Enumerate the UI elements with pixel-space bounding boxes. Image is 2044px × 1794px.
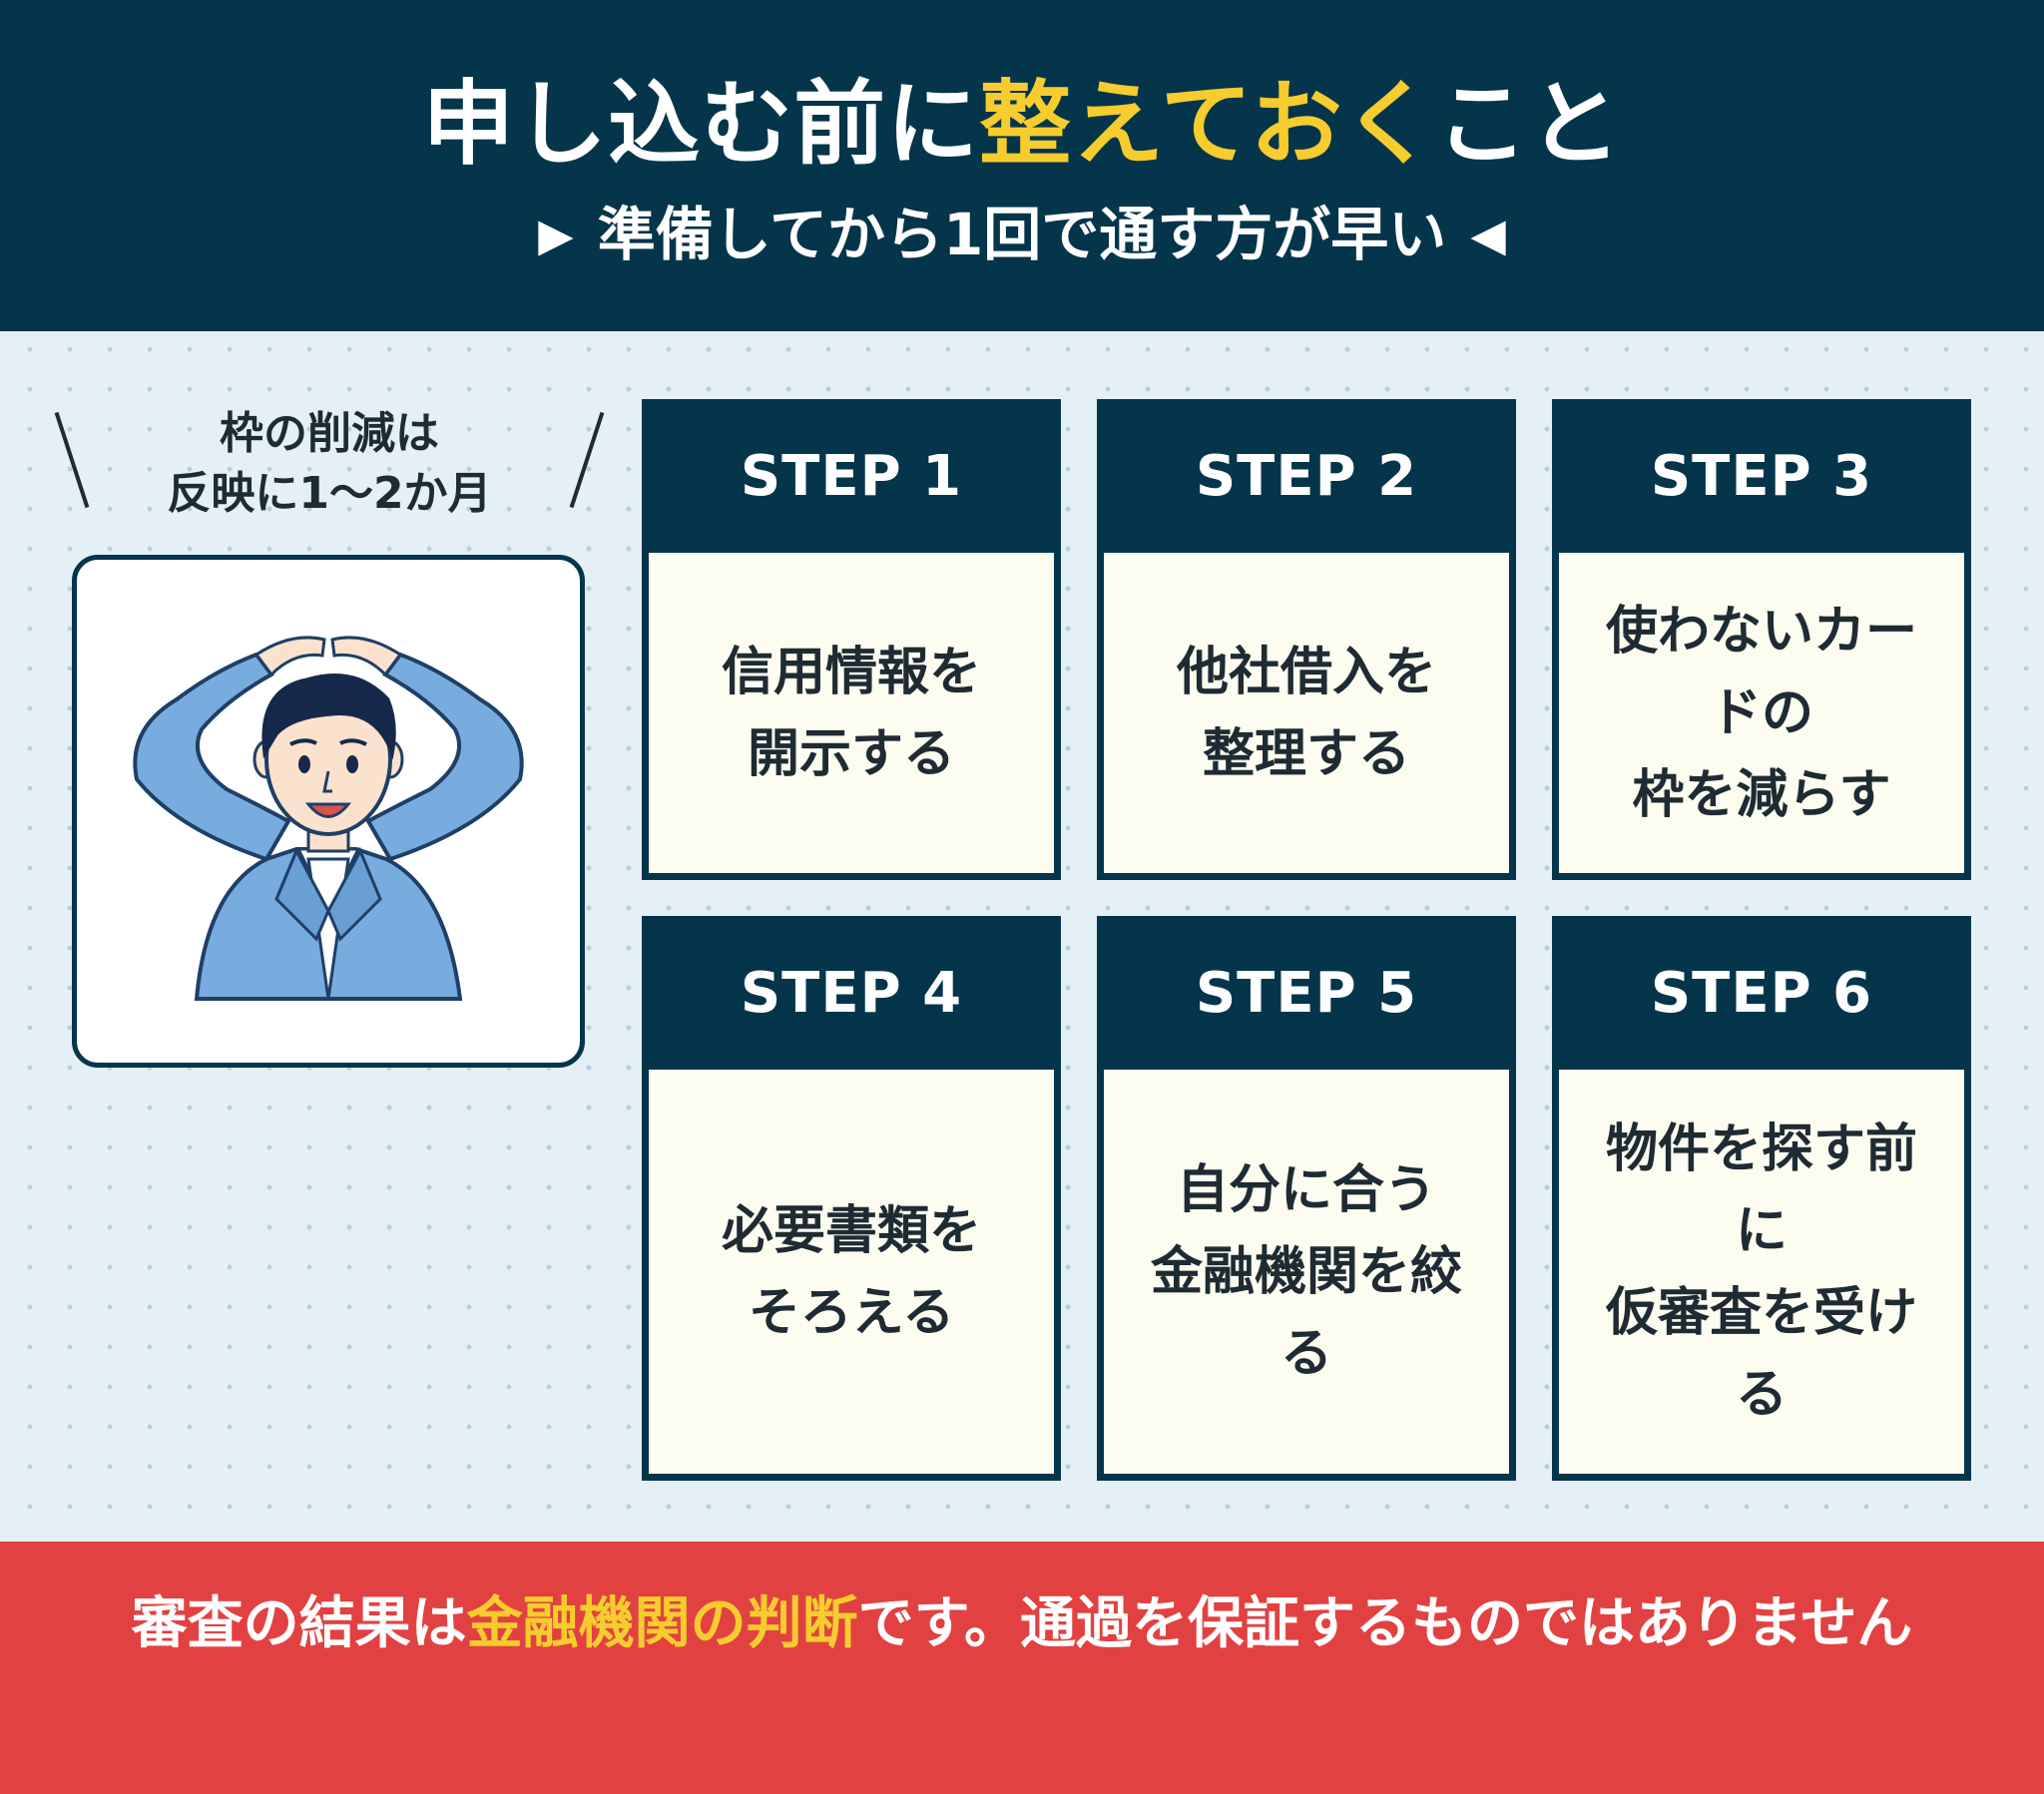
step-text-2: 他社借入を 整理する xyxy=(1104,553,1509,873)
footer-disclaimer: 審査の結果は金融機関の判断です。通過を保証するものではありません xyxy=(0,1542,2044,1794)
title-prefix: 申し込む前に xyxy=(422,71,980,178)
callout-text: 枠の削減は 反映に1〜2か月 xyxy=(120,404,539,524)
play-left-icon: ◀ xyxy=(1470,208,1506,261)
step-text-5: 自分に合う 金融機関を絞 る xyxy=(1104,1070,1509,1474)
footer-prefix: 審査の結果は xyxy=(131,1591,467,1656)
callout: 枠の削減は 反映に1〜2か月 xyxy=(54,404,605,519)
title-highlight: 整えておく xyxy=(979,71,1436,178)
header-banner: 申し込む前に整えておくこと ▶ 準備してから1回で通す方が早い ◀ xyxy=(0,0,2044,331)
page-subtitle: ▶ 準備してから1回で通す方が早い ◀ xyxy=(0,198,2044,271)
callout-line-2: 反映に1〜2か月 xyxy=(167,468,492,519)
step-label-6: STEP 6 xyxy=(1650,960,1873,1026)
callout-slash-left xyxy=(54,411,90,509)
step-text-1: 信用情報を 開示する xyxy=(649,553,1054,873)
subtitle-text: 準備してから1回で通す方が早い xyxy=(597,201,1447,268)
step-card-6: STEP 6 物件を探す前 に 仮審査を受け る xyxy=(1552,916,1971,1481)
footer-suffix: です。通過を保証するものではありません xyxy=(857,1591,1913,1656)
businessman-ok-gesture-icon xyxy=(133,636,524,1001)
step-card-2: STEP 2 他社借入を 整理する xyxy=(1097,399,1516,880)
step-card-1: STEP 1 信用情報を 開示する xyxy=(642,399,1061,880)
footer-highlight: 金融機関の判断 xyxy=(466,1591,858,1656)
step-text-4: 必要書類を そろえる xyxy=(649,1070,1054,1474)
step-text-6: 物件を探す前 に 仮審査を受け る xyxy=(1559,1070,1964,1474)
step-label-4: STEP 4 xyxy=(740,960,963,1026)
callout-line-1: 枠の削減は xyxy=(220,408,439,459)
illustration-frame xyxy=(72,555,585,1068)
step-card-3: STEP 3 使わないカー ドの 枠を減らす xyxy=(1552,399,1971,880)
title-suffix: こと xyxy=(1435,71,1622,178)
step-card-4: STEP 4 必要書類を そろえる xyxy=(642,916,1061,1481)
step-card-5: STEP 5 自分に合う 金融機関を絞 る xyxy=(1097,916,1516,1481)
step-text-3: 使わないカー ドの 枠を減らす xyxy=(1559,553,1964,873)
step-label-2: STEP 2 xyxy=(1195,443,1418,509)
step-label-3: STEP 3 xyxy=(1650,443,1873,509)
step-label-5: STEP 5 xyxy=(1195,960,1418,1026)
page-title: 申し込む前に整えておくこと xyxy=(0,70,2044,180)
play-right-icon: ▶ xyxy=(538,208,574,261)
step-label-1: STEP 1 xyxy=(740,443,963,509)
callout-slash-right xyxy=(569,411,605,509)
